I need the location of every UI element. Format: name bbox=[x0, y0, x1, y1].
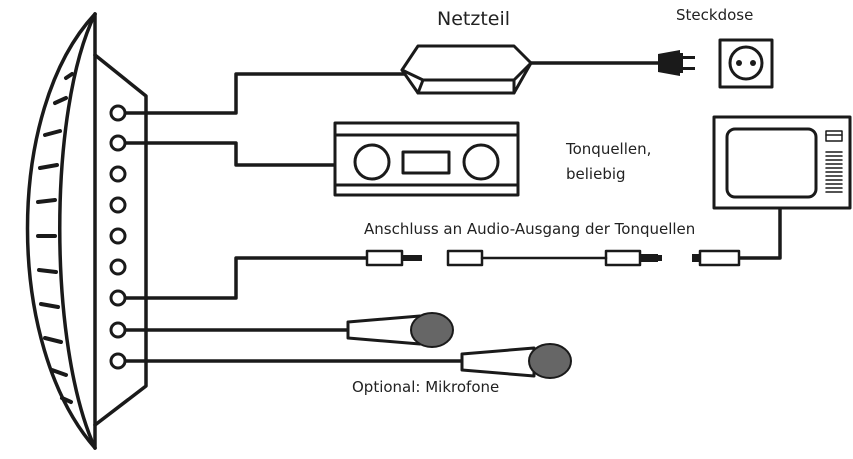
cables bbox=[124, 61, 782, 363]
label-tonquellen-line1: Tonquellen, bbox=[566, 140, 652, 158]
label-mikrofone: Optional: Mikrofone bbox=[352, 378, 500, 396]
label-netzteil: Netzteil bbox=[437, 8, 511, 30]
label-steckdose: Steckdose bbox=[676, 6, 754, 24]
label-tonquellen-line2: beliebig bbox=[566, 165, 626, 183]
radio-icon bbox=[333, 121, 520, 197]
wall-socket-icon bbox=[718, 38, 774, 89]
power-plug-icon bbox=[658, 50, 695, 76]
label-anschluss: Anschluss an Audio-Ausgang der Tonquelle… bbox=[364, 220, 696, 238]
tv-icon bbox=[712, 115, 852, 210]
mixer-device-icon bbox=[25, 12, 148, 450]
audio-cable-icon bbox=[365, 249, 741, 267]
power-adapter-icon bbox=[400, 44, 533, 95]
microphone-icon bbox=[346, 312, 572, 379]
